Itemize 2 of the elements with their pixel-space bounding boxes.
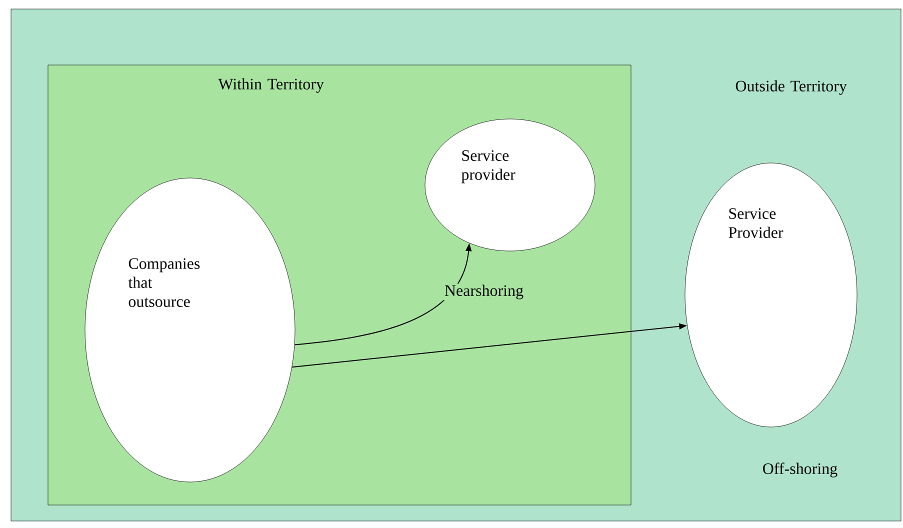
caption-text: Off-shoring (763, 462, 838, 478)
edge-label: Nearshoring (443, 284, 525, 300)
